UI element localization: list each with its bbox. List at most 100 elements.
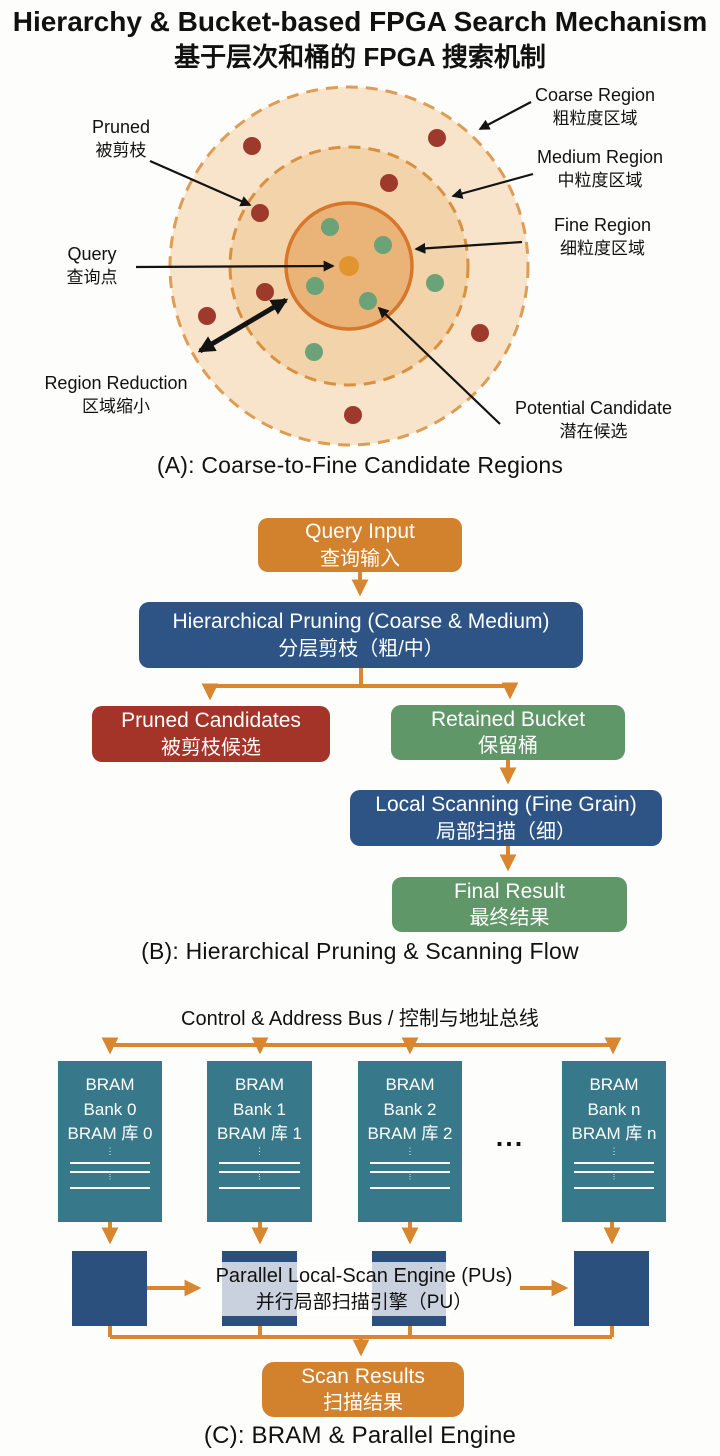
bram-bank-2-line1: BRAM — [385, 1075, 435, 1094]
memory-rows-ellipsis: ⋮ — [405, 1145, 415, 1156]
bram-bank-0-line2: Bank 0 — [83, 1099, 137, 1119]
retained-bucket-en: Retained Bucket — [430, 707, 586, 731]
memory-row-line — [574, 1170, 654, 1173]
pruned-label-zh: 被剪枝 — [95, 140, 147, 160]
pruned-dot — [344, 406, 362, 424]
pruned-dot — [380, 174, 398, 192]
candidate-dot — [306, 277, 324, 295]
medium-region-arrow — [451, 172, 534, 199]
control-address-bus-label: Control & Address Bus / 控制与地址总线 — [181, 1008, 539, 1030]
panel-a-caption: (A): Coarse-to-Fine Candidate Regions — [156, 452, 564, 478]
fine-region-label-zh: 细粒度区域 — [560, 238, 645, 258]
region-reduction-label-en: Region Reduction — [44, 373, 188, 393]
candidate-dot — [426, 274, 444, 292]
final-result-en: Final Result — [454, 879, 565, 903]
bram-bank-n: BRAM Bank n BRAM 库 n ⋮ ⋮ — [562, 1061, 666, 1222]
query-label-zh: 查询点 — [66, 267, 118, 287]
local-scanning-node: Local Scanning (Fine Grain) 局部扫描（细） — [350, 790, 662, 846]
medium-region-label-en: Medium Region — [536, 147, 664, 167]
potential-candidate-label: Potential Candidate 潜在候选 — [481, 397, 706, 443]
memory-row-line — [370, 1186, 450, 1189]
memory-rows-ellipsis: ⋮ — [106, 1173, 114, 1181]
bram-bank-n-line1: BRAM — [589, 1075, 639, 1094]
bram-bank-0: BRAM Bank 0 BRAM 库 0 ⋮ ⋮ — [58, 1061, 162, 1222]
pu-box-n — [574, 1251, 649, 1326]
coarse-region-label-en: Coarse Region — [534, 85, 656, 105]
pu-box-0 — [72, 1251, 147, 1326]
memory-rows-ellipsis: ⋮ — [609, 1145, 619, 1156]
region-reduction-arrow — [197, 297, 289, 354]
memory-row-line — [370, 1161, 450, 1164]
fine-region-arrow — [414, 240, 523, 254]
query-input-en: Query Input — [305, 520, 415, 544]
bram-bank-2-line3: BRAM 库 2 — [367, 1124, 453, 1144]
retained-bucket-node: Retained Bucket 保留桶 — [391, 705, 625, 760]
bram-bank-1-line2: Bank 1 — [233, 1099, 286, 1119]
memory-row-line — [219, 1170, 300, 1173]
potential-candidate-label-zh: 潜在候选 — [559, 421, 628, 441]
pruned-dot — [256, 283, 274, 301]
result-bus — [108, 1326, 614, 1339]
bram-bank-n-line2: Bank n — [587, 1099, 641, 1119]
pruned-dot — [471, 324, 489, 342]
hierarchical-pruning-zh: 分层剪枝（粗/中） — [278, 637, 444, 660]
pruned-dot — [243, 137, 261, 155]
medium-region-label: Medium Region 中粒度区域 — [495, 146, 705, 192]
scan-results-en: Scan Results — [301, 1364, 425, 1388]
memory-rows-ellipsis: ⋮ — [406, 1173, 414, 1181]
pruned-dot — [428, 129, 446, 147]
medium-region-label-zh: 中粒度区域 — [557, 170, 643, 190]
local-scanning-zh: 局部扫描（细） — [436, 820, 576, 843]
pruned-dot — [251, 204, 269, 222]
bram-bank-0-line3: BRAM 库 0 — [67, 1124, 153, 1144]
memory-row-line — [219, 1161, 300, 1164]
panel-b-caption: (B): Hierarchical Pruning & Scanning Flo… — [141, 938, 579, 964]
memory-rows-ellipsis: ⋮ — [255, 1145, 264, 1156]
scan-results-node: Scan Results 扫描结果 — [262, 1362, 464, 1417]
query-label-en: Query — [67, 244, 117, 264]
panel-c-caption: (C): BRAM & Parallel Engine — [203, 1422, 517, 1449]
memory-row-line — [70, 1161, 150, 1164]
parallel-engine-label: Parallel Local-Scan Engine (PUs) 并行局部扫描引… — [203, 1263, 525, 1316]
pruned-candidates-en: Pruned Candidates — [121, 709, 301, 733]
memory-row-line — [70, 1186, 150, 1189]
bram-bank-1-line1: BRAM — [234, 1075, 285, 1094]
parallel-engine-label-zh: 并行局部扫描引擎（PU） — [255, 1292, 473, 1313]
memory-rows-ellipsis: ⋮ — [256, 1173, 263, 1181]
engine-label-backdrop — [218, 1262, 450, 1316]
pruned-label: Pruned 被剪枝 — [56, 116, 186, 162]
page-title-en: Hierarchy & Bucket-based FPGA Search Mec… — [12, 6, 708, 37]
final-result-node: Final Result 最终结果 — [392, 877, 627, 932]
retained-bucket-zh: 保留桶 — [478, 735, 538, 758]
memory-row-line — [70, 1170, 150, 1173]
flow-branch — [210, 668, 510, 688]
memory-row-line — [574, 1186, 654, 1189]
region-reduction-label: Region Reduction 区域缩小 — [6, 372, 226, 418]
local-scanning-en: Local Scanning (Fine Grain) — [375, 793, 637, 817]
memory-row-line — [219, 1186, 300, 1189]
pruned-arrow — [149, 159, 252, 207]
candidate-dot — [359, 292, 377, 310]
scan-results-zh: 扫描结果 — [323, 1392, 403, 1415]
fine-region-label: Fine Region 细粒度区域 — [500, 214, 705, 260]
hierarchical-pruning-node: Hierarchical Pruning (Coarse & Medium) 分… — [139, 602, 583, 668]
query-arrow — [135, 260, 335, 272]
bram-bank-2: BRAM Bank 2 BRAM 库 2 ⋮ ⋮ — [358, 1061, 462, 1222]
candidate-dot — [321, 218, 339, 236]
hierarchical-pruning-en: Hierarchical Pruning (Coarse & Medium) — [172, 610, 550, 634]
coarse-region-arrow — [478, 101, 532, 130]
coarse-region-label-zh: 粗粒度区域 — [552, 108, 638, 128]
coarse-region-label: Coarse Region 粗粒度区域 — [490, 84, 700, 130]
candidate-dots — [305, 218, 444, 361]
pruned-dot — [198, 307, 216, 325]
page-title-zh: 基于层次和桶的 FPGA 搜索机制 — [174, 42, 546, 72]
final-result-zh: 最终结果 — [469, 907, 550, 930]
query-dot — [339, 256, 359, 276]
pruned-candidates-zh: 被剪枝候选 — [161, 736, 261, 759]
bram-bank-n-line3: BRAM 库 n — [571, 1124, 657, 1144]
parallel-engine-label-en: Parallel Local-Scan Engine (PUs) — [215, 1265, 513, 1287]
fine-region-label-en: Fine Region — [553, 215, 652, 235]
region-reduction-label-zh: 区域缩小 — [82, 396, 150, 416]
